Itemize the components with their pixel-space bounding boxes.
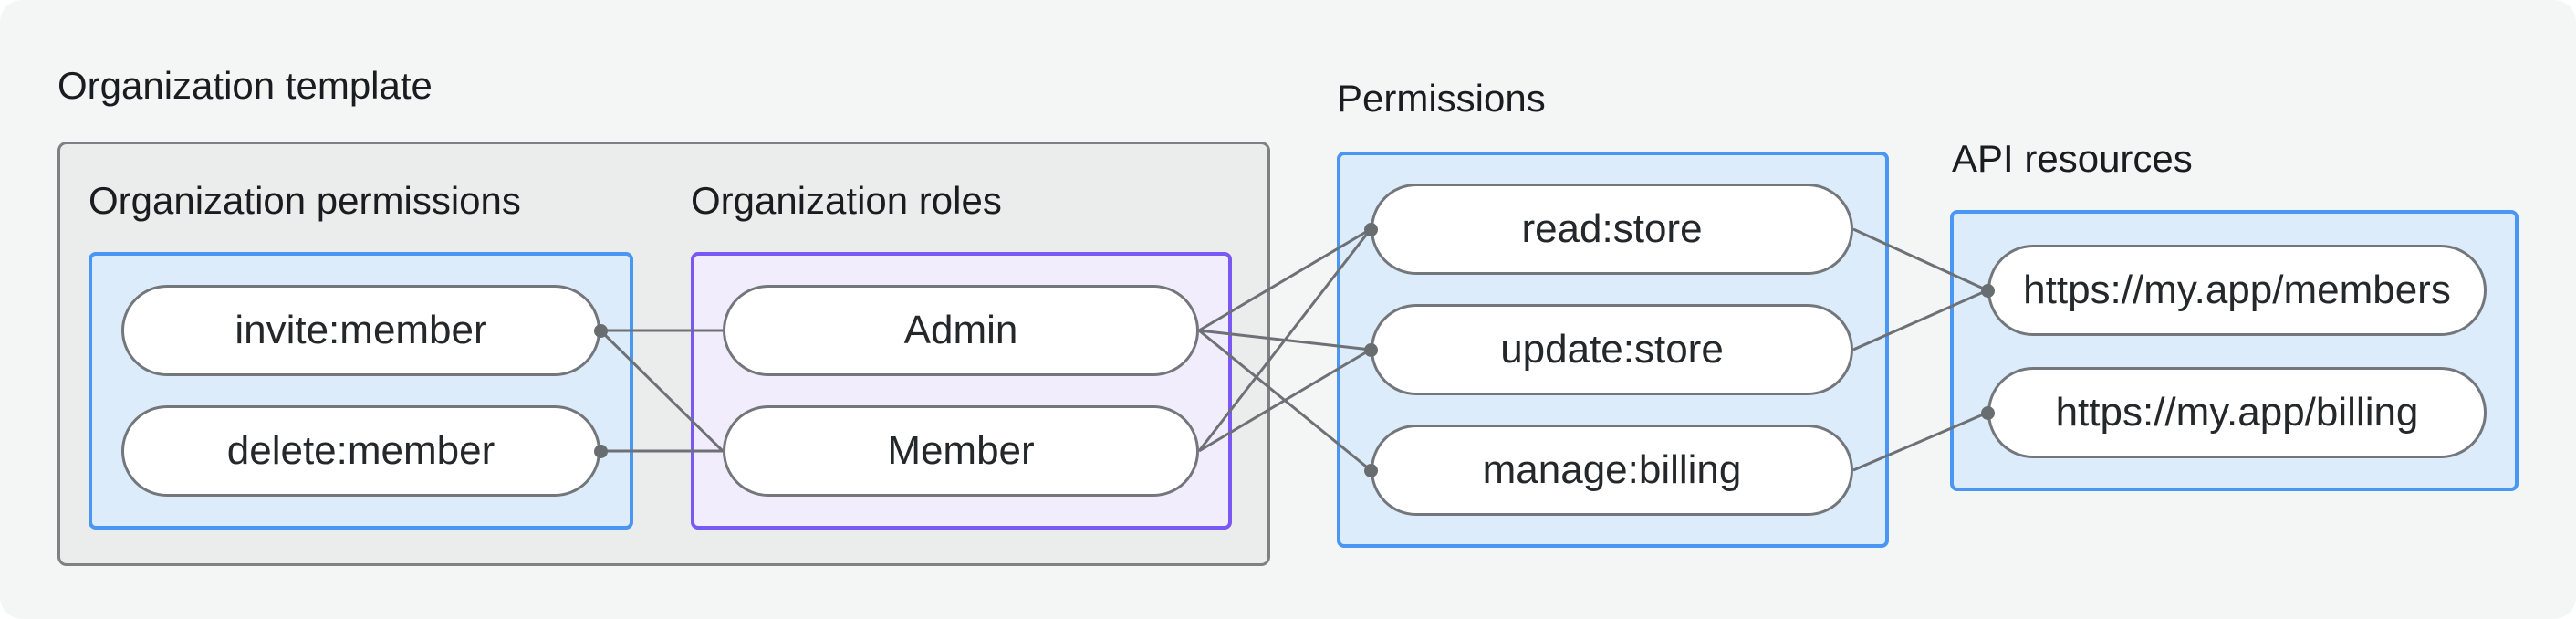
- org-roles-label: Organization roles: [691, 179, 1002, 222]
- edge-line: [1852, 227, 1988, 292]
- edge-line: [1852, 289, 1988, 351]
- connector-dot: [593, 323, 608, 338]
- edge-line: [1198, 227, 1371, 332]
- connector-dot: [1363, 463, 1378, 477]
- edge-line: [1197, 228, 1372, 452]
- connector-dot: [1980, 405, 1995, 420]
- node-update-store: update:store: [1371, 304, 1853, 395]
- api-resources-label: API resources: [1952, 137, 2193, 180]
- edge-line: [1198, 348, 1371, 453]
- org-permissions-label: Organization permissions: [89, 179, 521, 222]
- node-members-resource: https://my.app/members: [1987, 245, 2487, 336]
- connector-dot: [1363, 342, 1378, 357]
- node-admin: Admin: [723, 285, 1199, 376]
- node-read-store: read:store: [1371, 184, 1853, 275]
- connector-dot: [1980, 283, 1995, 298]
- node-invite-member: invite:member: [121, 285, 600, 376]
- permissions-label: Permissions: [1337, 77, 1546, 120]
- node-member: Member: [723, 405, 1199, 497]
- connector-dot: [593, 444, 608, 458]
- node-delete-member: delete:member: [121, 405, 600, 497]
- org-template-label: Organization template: [57, 64, 433, 107]
- edge-line: [1852, 411, 1988, 472]
- connector-dot: [1363, 222, 1378, 236]
- edge-line: [599, 329, 725, 453]
- node-manage-billing: manage:billing: [1371, 425, 1853, 516]
- node-billing-resource: https://my.app/billing: [1987, 367, 2487, 458]
